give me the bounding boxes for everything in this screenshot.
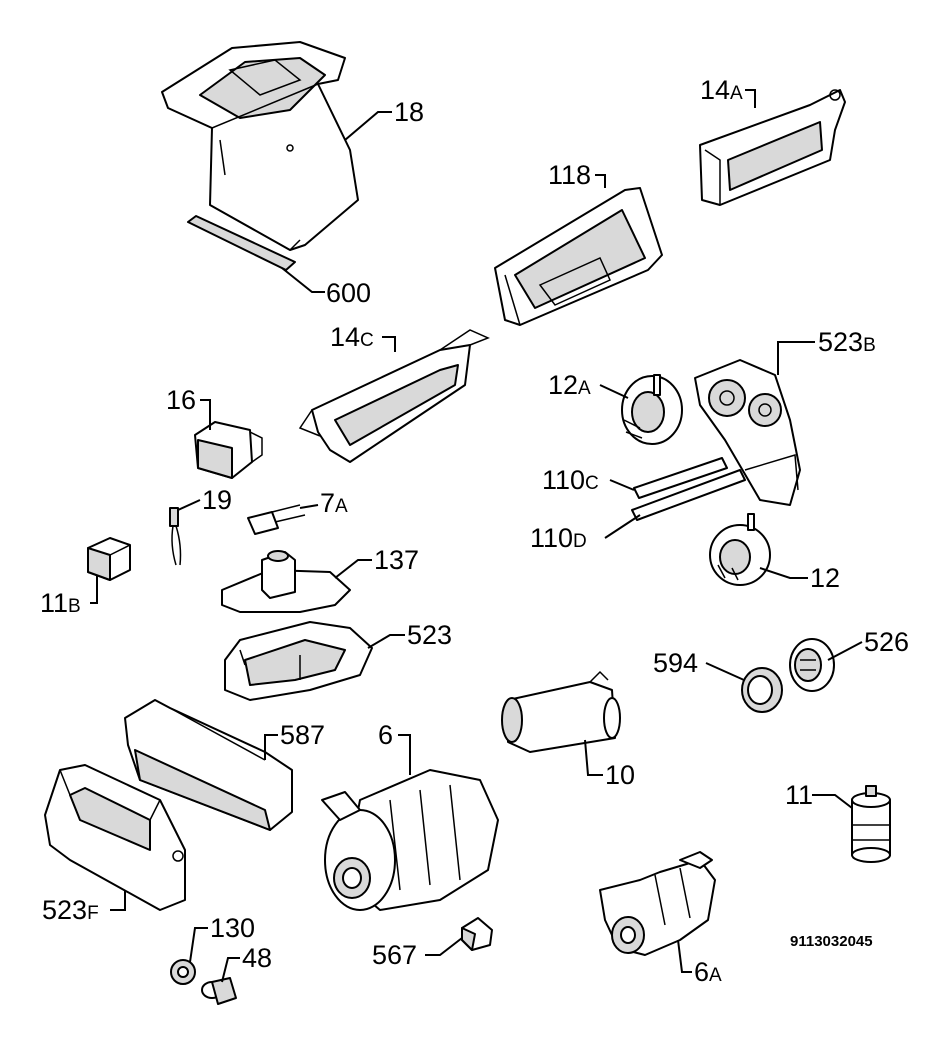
part-14A-control-board xyxy=(699,89,846,206)
leader-7A xyxy=(299,504,319,509)
leader-118 xyxy=(595,174,606,188)
leader-137 xyxy=(334,559,372,579)
part-587-cover xyxy=(124,699,293,831)
label-12: 12 xyxy=(810,563,840,593)
label-594: 594 xyxy=(653,648,698,678)
callout-labels: 18 600 14A 118 14C 523B 12A 16 110C 19 7… xyxy=(40,75,909,987)
leader-6A xyxy=(677,939,692,973)
part-523F-housing xyxy=(44,764,186,911)
label-526: 526 xyxy=(864,627,909,657)
part-12A-pressure-switch xyxy=(621,374,683,445)
part-567-clip xyxy=(461,917,493,951)
leader-11B xyxy=(90,575,98,604)
leader-19 xyxy=(177,499,201,511)
part-130-washer xyxy=(170,959,196,985)
leader-16 xyxy=(200,399,211,430)
label-523B: 523B xyxy=(818,327,876,357)
label-10: 10 xyxy=(605,760,635,790)
leader-600 xyxy=(281,267,325,293)
part-600-strip xyxy=(187,215,296,271)
leader-567 xyxy=(425,937,463,956)
part-6A-drain-pump xyxy=(599,851,716,956)
part-11B-relay xyxy=(87,537,131,581)
label-137: 137 xyxy=(374,545,419,575)
leader-526 xyxy=(827,641,863,661)
label-587: 587 xyxy=(280,720,325,750)
leader-594 xyxy=(705,662,745,681)
leader-10 xyxy=(584,739,603,776)
part-7A-clip xyxy=(247,504,306,535)
leader-18 xyxy=(344,111,392,141)
label-14A: 14A xyxy=(700,75,743,105)
leader-14C xyxy=(382,336,396,352)
label-16: 16 xyxy=(166,385,196,415)
part-6-pump-motor xyxy=(321,769,499,911)
label-523F: 523F xyxy=(42,895,99,925)
leader-130 xyxy=(189,927,208,963)
label-7A: 7A xyxy=(320,488,348,518)
leader-48 xyxy=(221,957,240,983)
part-19-sensor xyxy=(169,507,182,566)
leader-12A xyxy=(599,384,629,399)
label-600: 600 xyxy=(326,278,371,308)
part-594-ring xyxy=(741,667,783,713)
leader-523B xyxy=(777,341,815,375)
leader-12 xyxy=(759,567,808,579)
part-110D-hose xyxy=(631,469,746,521)
part-137-tray xyxy=(221,550,351,613)
leader-lines xyxy=(90,89,863,983)
label-14C: 14C xyxy=(330,322,374,352)
part-12-pressure-switch xyxy=(709,513,771,586)
part-11-capacitor xyxy=(851,785,891,863)
leader-14A xyxy=(745,89,756,108)
label-118: 118 xyxy=(548,160,591,190)
leader-110C xyxy=(609,479,635,491)
part-110C-hose xyxy=(633,457,728,499)
part-10-heater xyxy=(501,670,621,753)
label-6A: 6A xyxy=(694,957,722,987)
label-130: 130 xyxy=(210,913,255,943)
label-18: 18 xyxy=(394,97,424,127)
part-48-plug xyxy=(201,977,237,1005)
part-118-display-frame xyxy=(494,187,663,326)
part-523B-valve-block xyxy=(694,359,801,506)
label-12A: 12A xyxy=(548,370,591,400)
label-19: 19 xyxy=(202,485,232,515)
part-14C-module xyxy=(298,329,490,463)
label-11B: 11B xyxy=(40,588,81,618)
part-523-base-tray xyxy=(224,621,373,701)
leader-523 xyxy=(367,634,405,649)
leader-110D xyxy=(604,514,641,539)
label-110C: 110C xyxy=(542,465,599,495)
label-6: 6 xyxy=(378,720,393,750)
part-16-switch xyxy=(194,421,263,479)
part-526-cap xyxy=(789,638,835,692)
leader-587 xyxy=(264,734,278,760)
label-567: 567 xyxy=(372,940,417,970)
leader-523F xyxy=(110,890,126,911)
label-48: 48 xyxy=(242,943,272,973)
diagram-code: 9113032045 xyxy=(790,933,873,950)
label-11: 11 xyxy=(785,780,813,810)
label-110D: 110D xyxy=(530,523,587,553)
leader-6 xyxy=(398,734,411,775)
part-18-cover xyxy=(161,41,359,251)
leader-11 xyxy=(812,794,853,809)
label-523: 523 xyxy=(407,620,452,650)
